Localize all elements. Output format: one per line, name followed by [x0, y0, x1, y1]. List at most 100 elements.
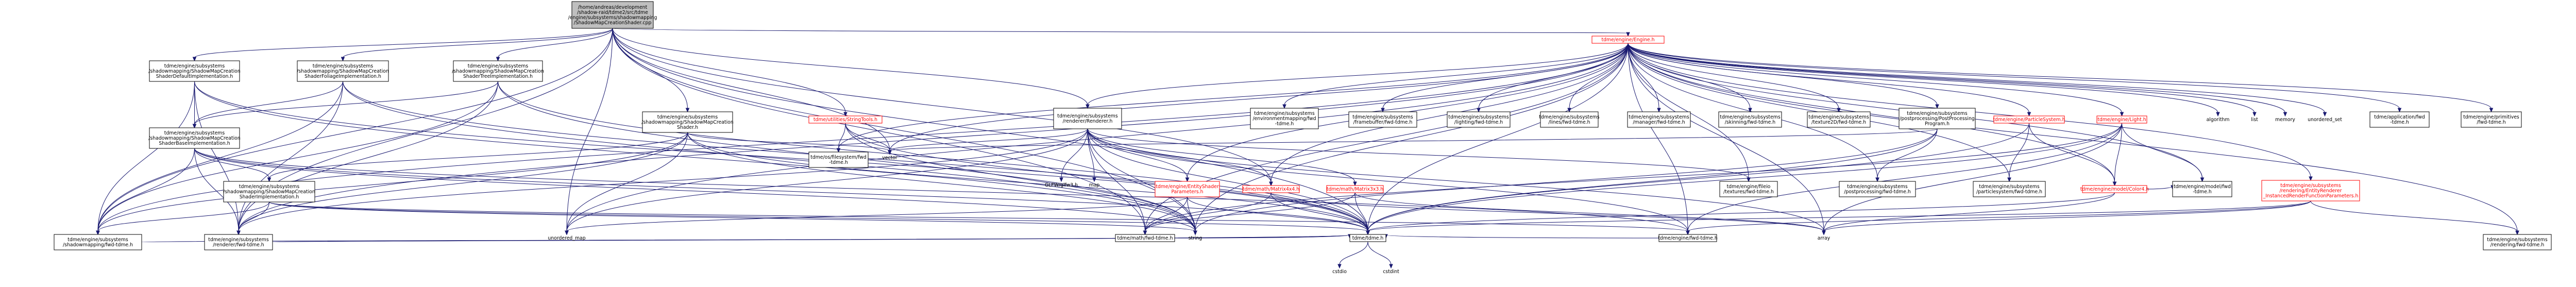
edge-arrowhead [1282, 104, 1286, 109]
node-tdme-engine-subsystems-shadowmapping-shadowmapcreationshaderdefaultimplementation-h[interactable]: tdme/engine/subsystems/shadowmapping/Sha… [148, 60, 241, 82]
node-tdme-engine-subsystems-texture2d-fwd-tdme-h[interactable]: tdme/engine/subsystems/texture2D/fwd-tdm… [1807, 111, 1871, 128]
node-tdme-engine-subsystems-manager-fwd-tdme-h[interactable]: tdme/engine/subsystems/manager/fwd-tdme.… [1627, 111, 1691, 128]
node-tdme-engine-fileio-textures-fwd-tdme-h[interactable]: tdme/engine/fileio/textures/fwd-tdme.h [1719, 181, 1778, 197]
node-label-line: tdme/engine/subsystems [1847, 184, 1908, 190]
dependency-edge [1628, 43, 2255, 113]
node-tdme-engine-model-color4-h[interactable]: tdme/engine/model/Color4.h [2080, 185, 2149, 193]
dependency-edge [838, 43, 1629, 149]
node-tdme-engine-subsystems-shadowmapping-shadowmapcreationshader-h[interactable]: tdme/engine/subsystems/shadowmapping/Sha… [641, 111, 734, 133]
node-label-line: Shader.h [677, 125, 698, 130]
node-label-line: tdme/application/fwd [2374, 114, 2425, 120]
dependency-edge [1087, 128, 1355, 183]
node-label-line: tdme/engine/subsystems [164, 63, 225, 69]
node-label-line: ShaderFoliageImplementation.h [304, 74, 381, 79]
node-label-line: tdme/engine/subsystems [313, 63, 374, 69]
node-label-line: tdme/engine/subsystems [2487, 237, 2548, 243]
dependency-edge [687, 132, 1368, 232]
node-cstdio: cstdio [1332, 269, 1347, 275]
node-tdme-engine-subsystems-renderer-renderer-h[interactable]: tdme/engine/subsystems/renderer/Renderer… [1053, 108, 1122, 129]
dependency-edge [845, 123, 1368, 232]
dependency-edge [269, 132, 688, 179]
node-label-line: -tdme.h [2390, 120, 2409, 125]
dependency-edge [838, 123, 846, 149]
node-box [54, 234, 142, 250]
node-label-line: tdme/engine/subsystems [2280, 183, 2341, 189]
node-tdme-utilities-stringtools-h[interactable]: tdme/utilities/StringTools.h [808, 115, 883, 124]
node-tdme-engine-subsystems-lines-fwd-tdme-h[interactable]: tdme/engine/subsystems/lines/fwd-tdme.h [1539, 111, 1600, 128]
node-tdme-engine-primitives-fwd-tdme-h[interactable]: tdme/engine/primitives/fwd-tdme.h [2461, 111, 2522, 128]
node-tdme-engine-model-fwd-tdme-h[interactable]: tdme/engine/model/fwd-tdme.h [2172, 181, 2232, 197]
node-tdme-engine-engine-h[interactable]: tdme/engine/Engine.h [1591, 36, 1665, 44]
node-tdme-engine-particlesystem-h[interactable]: tdme/engine/ParticleSystem.h [1993, 115, 2065, 124]
node-tdme-engine-subsystems-postprocessing-postprocessingprogram-h[interactable]: tdme/engine/subsystems/postprocessing/Po… [1899, 108, 1976, 129]
node-box [2096, 115, 2147, 124]
edge-arrowhead [1389, 264, 1393, 269]
node-tdme-engine-subsystems-rendering-fwd-tdme-h[interactable]: tdme/engine/subsystems/rendering/fwd-tdm… [2483, 234, 2552, 250]
dependency-edge [1195, 128, 1938, 232]
node-tdme-engine-subsystems-lighting-fwd-tdme-h[interactable]: tdme/engine/subsystems/lighting/fwd-tdme… [1447, 111, 1511, 128]
node-tdme-engine-fwd-tdme-h[interactable]: tdme/engine/fwd-tdme.h [1658, 234, 1718, 242]
node-label-line: ShaderImplementation.h [240, 194, 299, 200]
node-tdme-engine-subsystems-skinning-fwd-tdme-h[interactable]: tdme/engine/subsystems/skinning/fwd-tdme… [1718, 111, 1782, 128]
node-tdme-application-fwd-tdme-h[interactable]: tdme/application/fwd-tdme.h [2369, 111, 2430, 128]
node-tdme-engine-subsystems-particlesystem-fwd-tdme-h[interactable]: tdme/engine/subsystems/particlesystem/fw… [1973, 181, 2046, 197]
node-tdme-engine-subsystems-shadowmapping-shadowmapcreationshadertreeimplementation-h[interactable]: tdme/engine/subsystems/shadowmapping/Sha… [452, 60, 544, 82]
node-label-line: /shadowmapping/ShadowMapCreation [148, 69, 241, 74]
node-tdme-engine-subsystems-rendering-entityrenderer-instancedrenderfunctionparameters-h[interactable]: tdme/engine/subsystems/rendering/EntityR… [2261, 180, 2360, 201]
node-tdme-os-filesystem-fwd-tdme-h[interactable]: tdme/os/filesystem/fwd-tdme.h [808, 151, 869, 168]
node-tdme-engine-subsystems-postprocessing-fwd-tdme-h[interactable]: tdme/engine/subsystems/postprocessing/fw… [1839, 181, 1916, 197]
node-tdme-engine-subsystems-environmentmapping-fwd-tdme-h[interactable]: tdme/engine/subsystems/environmentmappin… [1250, 108, 1319, 129]
node-tdme-math-fwd-tdme-h[interactable]: tdme/math/fwd-tdme.h [1115, 234, 1175, 242]
node-algorithm: algorithm [2207, 117, 2230, 123]
node-tdme-engine-subsystems-shadowmapping-fwd-tdme-h[interactable]: tdme/engine/subsystems/shadowmapping/fwd… [54, 234, 142, 250]
node-label-line: /shadowmapping/ShadowMapCreation [641, 120, 734, 125]
node-label-line: tdme/utilities/StringTools.h [814, 117, 877, 123]
dependency-edge [1087, 128, 1749, 179]
node-tdme-engine-subsystems-shadowmapping-shadowmapcreationshaderbaseimplementation-h[interactable]: tdme/engine/subsystems/shadowmapping/Sha… [148, 127, 241, 149]
dependency-edge [1823, 200, 2311, 232]
dependency-edge [1385, 234, 1659, 239]
dependency-edge [97, 132, 688, 232]
dependency-edge [1145, 192, 1355, 232]
node-array: array [1818, 235, 1831, 241]
node-tdme-engine-subsystems-shadowmapping-shadowmapcreationshaderimplementation-h[interactable]: tdme/engine/subsystems/shadowmapping/Sha… [223, 181, 315, 202]
node-map: map [1089, 182, 1100, 188]
dependency-edge [1354, 192, 1368, 232]
node-tdme-tdme-h[interactable]: tdme/tdme.h [1349, 234, 1386, 242]
node-label-line: tdme/engine/ParticleSystem.h [1993, 117, 2065, 123]
dependency-edge [343, 28, 613, 58]
node-label-line: Program.h [1925, 121, 1950, 127]
node-box [1719, 181, 1778, 197]
node-box [642, 111, 733, 133]
dependency-edge [612, 28, 846, 113]
node-home-andreas-development-shadow-raid-tdme2-src-tdme-engine-subsystems-shadowmapping-shadowmapcreationshader-cpp[interactable]: /home/andreas/development/shadow-raid/td… [568, 1, 657, 29]
dependency-edge [612, 28, 890, 151]
dependency-edge [1367, 123, 2122, 232]
node-tdme-math-matrix4x4-h[interactable]: tdme/math/Matrix4x4.h [1242, 185, 1300, 193]
node-label-line: ShaderDefaultImplementation.h [156, 74, 233, 79]
node-tdme-engine-subsystems-renderer-fwd-tdme-h[interactable]: tdme/engine/subsystems/renderer/fwd-tdme… [204, 234, 273, 250]
dependency-edge [1877, 128, 1938, 179]
edge-arrowhead [1059, 177, 1063, 182]
dependency-edge [194, 148, 269, 179]
node-label-line: /fwd-tdme.h [2477, 120, 2505, 125]
node-box [2082, 185, 2147, 193]
edge-arrowhead [1748, 108, 1752, 113]
edge-arrowhead [888, 150, 892, 155]
node-label-line: /renderer/Renderer.h [1063, 119, 1113, 124]
node-label-line: unordered_set [2308, 117, 2342, 123]
node-label-line: /framebuffer/fwd-tdme.h [1353, 120, 1413, 125]
node-tdme-engine-subsystems-framebuffer-fwd-tdme-h[interactable]: tdme/engine/subsystems/framebuffer/fwd-t… [1348, 111, 1417, 128]
node-tdme-engine-light-h[interactable]: tdme/engine/Light.h [2096, 115, 2147, 124]
edge-arrowhead [2309, 176, 2313, 181]
node-box [223, 181, 315, 202]
node-label-line: tdme/engine/subsystems [657, 114, 718, 120]
node-layer: /home/andreas/development/shadow-raid/td… [54, 1, 2552, 275]
dependency-edge [612, 28, 1272, 183]
node-label-line: list [2251, 117, 2258, 123]
node-tdme-math-matrix3x3-h[interactable]: tdme/math/Matrix3x3.h [1326, 185, 1384, 193]
node-label-line: unordered_map [548, 235, 585, 241]
node-tdme-engine-subsystems-shadowmapping-shadowmapcreationshaderfoliageimplementation-h[interactable]: tdme/engine/subsystems/shadowmapping/Sha… [297, 60, 389, 82]
